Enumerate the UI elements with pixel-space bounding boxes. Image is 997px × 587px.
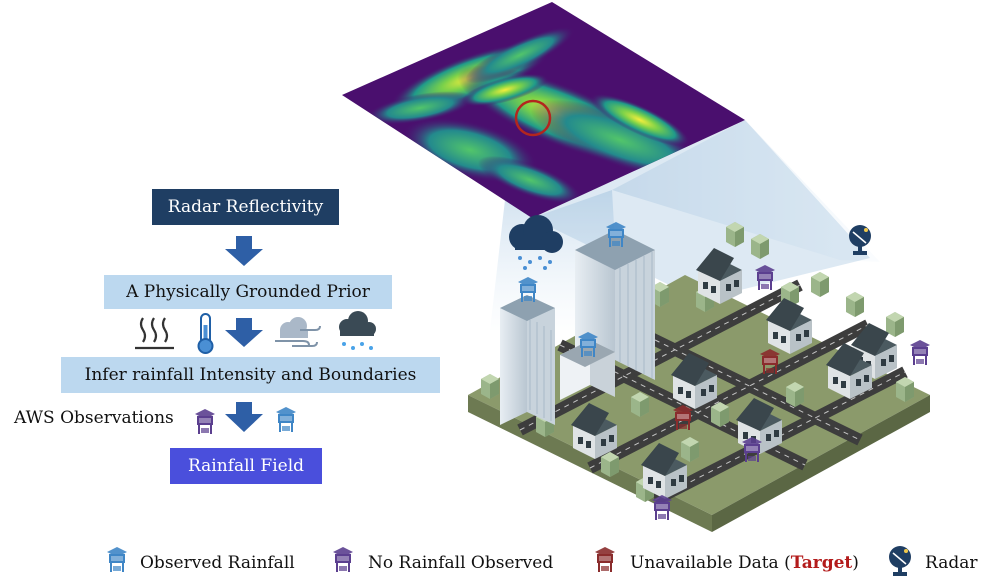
rainfall-field-label: Rainfall Field	[187, 456, 305, 476]
legend-item-unavailable: Unavailable Data (Target)	[620, 548, 859, 578]
wind-icon	[275, 317, 321, 347]
target-circle	[514, 99, 552, 137]
aws-observations-label: AWS Observations	[14, 408, 174, 428]
arrow-down-2	[225, 318, 263, 347]
legend-unavailable-prefix: Unavailable Data (	[630, 553, 791, 573]
city-illustration	[468, 215, 931, 532]
rain-cloud-icon	[509, 215, 563, 270]
legend: Observed Rainfall No Rainfall Observed U…	[100, 548, 997, 578]
legend-item-radar: Radar	[915, 548, 977, 578]
legend-item-observed: Observed Rainfall	[130, 548, 295, 578]
legend-unavailable-suffix: )	[852, 553, 859, 573]
radar-reflectivity-map	[342, 2, 745, 218]
observed-station-icon	[275, 406, 297, 433]
infer-box: Infer rainfall Intensity and Boundaries	[61, 357, 440, 393]
legend-target-text: Target	[790, 553, 853, 573]
rainfall-field-box: Rainfall Field	[170, 448, 322, 484]
radar-reflectivity-box: Radar Reflectivity	[152, 189, 339, 225]
arrow-down-3	[225, 402, 263, 432]
arrow-down-1	[225, 236, 263, 266]
flow-arrows	[225, 236, 263, 432]
legend-radar-label: Radar	[925, 553, 978, 573]
legend-no-rainfall-label: No Rainfall Observed	[368, 553, 554, 573]
infer-label: Infer rainfall Intensity and Boundaries	[84, 365, 417, 385]
prior-box: A Physically Grounded Prior	[104, 275, 392, 309]
legend-observed-label: Observed Rainfall	[140, 553, 295, 573]
prior-label: A Physically Grounded Prior	[126, 282, 370, 302]
rain-cloud-small-icon	[339, 311, 376, 350]
radar-reflectivity-label: Radar Reflectivity	[167, 197, 324, 217]
legend-item-no-rainfall: No Rainfall Observed	[358, 548, 553, 578]
no-rainfall-station-icon	[194, 408, 216, 435]
thermometer-icon	[197, 313, 214, 354]
legend-unavailable-label: Unavailable Data (Target)	[630, 553, 859, 573]
heat-icon	[135, 317, 174, 350]
